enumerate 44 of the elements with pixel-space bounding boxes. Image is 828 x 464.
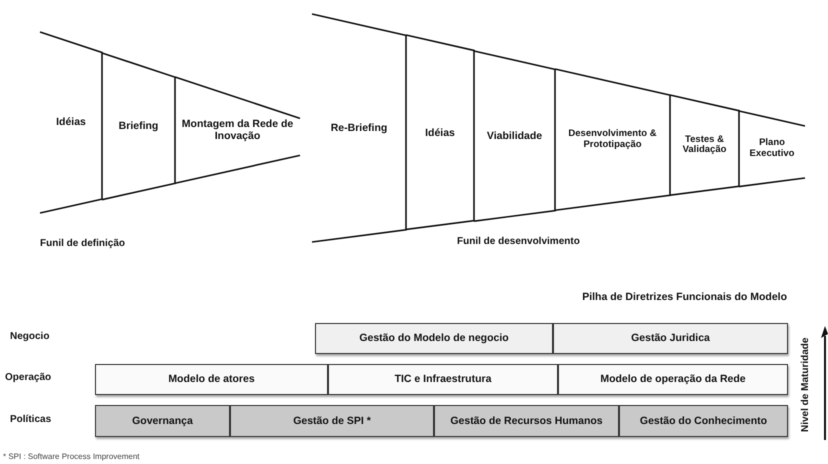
funnel-stage [670,95,739,196]
row-label: Negocio [10,331,50,342]
stage-label: Desenvolvimento & Prototipação [567,128,658,151]
axis-label: Nivel de Maturidade [800,338,811,432]
stage-label: Viabilidade [486,130,542,142]
funnel-stage [312,14,406,242]
block-label: Gestão Juridica [631,332,710,345]
block-label: Modelo de atores [168,373,255,386]
row-label: Operação [5,372,52,383]
block-label: Gestão de SPI * [293,414,371,428]
block-label: Gestão do Conhecimento [640,414,768,428]
funnel-stage [739,111,805,187]
stack-block [328,364,558,395]
funnel-stage [555,69,670,210]
stage-label: Idéias [56,116,86,129]
stack-title: Pilha de Diretrizes Funcionais do Modelo [582,291,787,303]
stack-block [230,405,434,437]
stack-block [95,364,328,395]
stage-label: Re-Briefing [330,122,388,134]
stack-block [619,405,788,437]
block-label: Modelo de operação da Rede [600,373,746,386]
funnel-caption: Funil de desenvolvimento [457,236,580,247]
stage-label: Testes & Validação [682,134,728,156]
block-label: Governança [132,414,193,428]
block-label: Gestão de Recursos Humanos [450,414,603,428]
block-label: Gestão do Modelo de negocio [359,332,509,345]
stack-block [434,405,619,437]
funnel-caption: Funil de definição [40,238,126,249]
stack-block [558,364,788,395]
funnel-stage [474,50,555,221]
stack-block [315,323,553,354]
funnel-stage [175,76,300,183]
stage-label: Montagem da Rede de Inovação [180,118,294,142]
row-label: Políticas [10,414,52,425]
stage-label: Briefing [118,120,158,132]
funnel-stage [406,35,474,230]
block-label: TIC e Infraestrutura [394,373,492,386]
funnel-stage [102,52,175,200]
stack-block [553,323,788,354]
funnel-stage [40,32,102,213]
stage-label: Idéias [425,126,455,139]
stack-block [95,405,230,437]
footnote: * SPI : Software Process Improvement [3,452,140,461]
stage-label: Plano Executivo [748,138,796,160]
